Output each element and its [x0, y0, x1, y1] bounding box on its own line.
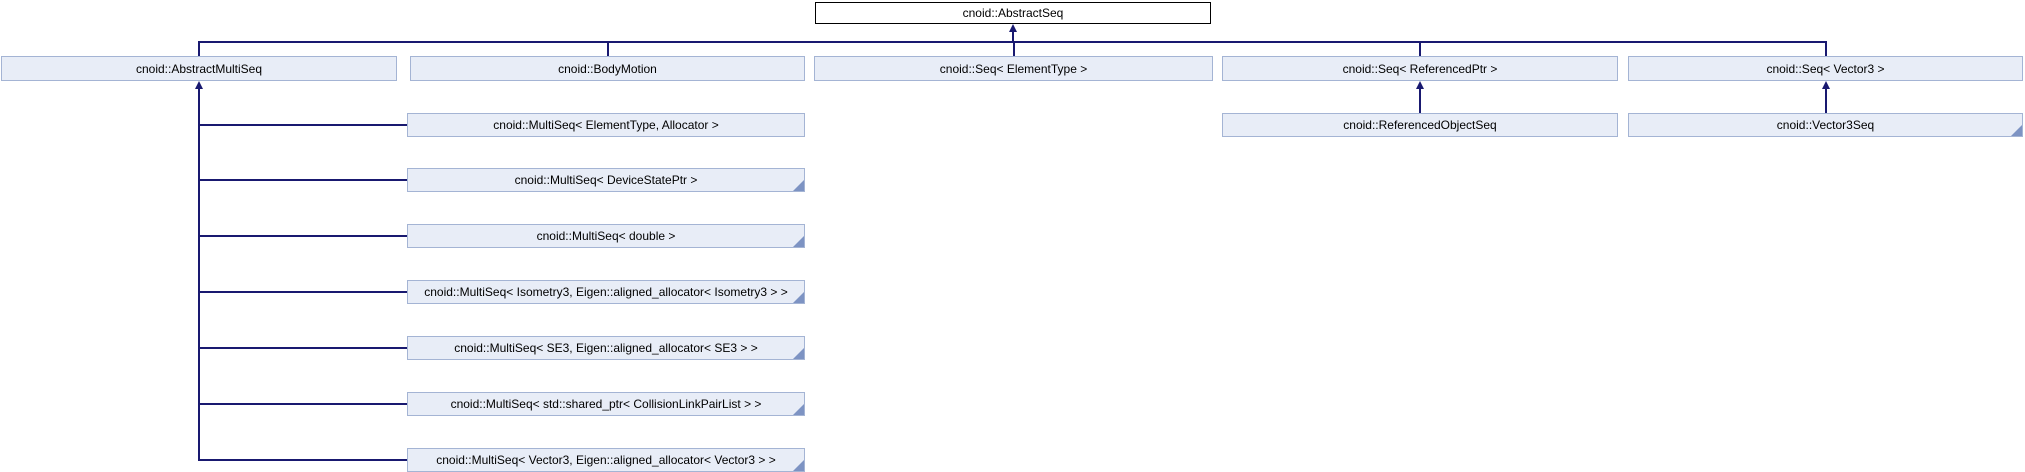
- class-node-multi-seq-element-type-allocator[interactable]: cnoid::MultiSeq< ElementType, Allocator …: [407, 113, 805, 137]
- class-node-label: cnoid::MultiSeq< DeviceStatePtr >: [514, 173, 698, 187]
- class-node-label: cnoid::AbstractMultiSeq: [135, 61, 263, 76]
- class-node-multi-seq-double[interactable]: cnoid::MultiSeq< double >: [407, 224, 805, 248]
- class-node-label: cnoid::ReferencedObjectSeq: [1343, 118, 1497, 132]
- inheritance-edge-segment: [198, 43, 200, 56]
- inheritance-edge-segment: [200, 124, 407, 126]
- fold-corner-icon: [793, 348, 804, 359]
- inheritance-edge-segment: [1419, 88, 1421, 113]
- inheritance-edge-segment: [200, 179, 407, 181]
- class-node-vector3-seq[interactable]: cnoid::Vector3Seq: [1628, 113, 2023, 137]
- fold-corner-icon: [793, 460, 804, 471]
- inheritance-edge-segment: [200, 403, 407, 405]
- fold-corner-icon: [793, 236, 804, 247]
- class-node-multi-seq-isometry3[interactable]: cnoid::MultiSeq< Isometry3, Eigen::align…: [407, 280, 805, 304]
- inheritance-edge-segment: [1824, 88, 1827, 113]
- class-node-multi-seq-device-state-ptr[interactable]: cnoid::MultiSeq< DeviceStatePtr >: [407, 168, 805, 192]
- class-node-seq-referenced-ptr[interactable]: cnoid::Seq< ReferencedPtr >: [1222, 56, 1618, 81]
- fold-corner-icon: [793, 292, 804, 303]
- inheritance-edge-segment: [606, 43, 609, 56]
- inheritance-edge-segment: [200, 291, 407, 293]
- inheritance-edge-segment: [200, 347, 407, 349]
- class-node-label: cnoid::BodyMotion: [558, 61, 657, 76]
- class-node-label: cnoid::Seq< ElementType >: [939, 61, 1088, 76]
- inheritance-edge-segment: [1012, 43, 1015, 56]
- class-node-label: cnoid::MultiSeq< std::shared_ptr< Collis…: [450, 397, 762, 411]
- class-node-multi-seq-vector3[interactable]: cnoid::MultiSeq< Vector3, Eigen::aligned…: [407, 448, 805, 472]
- inheritance-edge-segment: [200, 459, 407, 461]
- class-node-label: cnoid::MultiSeq< double >: [536, 229, 676, 243]
- class-node-label: cnoid::AbstractSeq: [962, 6, 1064, 20]
- class-node-label: cnoid::MultiSeq< ElementType, Allocator …: [493, 118, 719, 132]
- fold-corner-icon: [793, 404, 804, 415]
- inheritance-arrowhead-icon: [1821, 81, 1830, 89]
- class-node-referenced-object-seq[interactable]: cnoid::ReferencedObjectSeq: [1222, 113, 1618, 137]
- class-node-label: cnoid::Vector3Seq: [1776, 118, 1875, 132]
- class-node-abstract-seq[interactable]: cnoid::AbstractSeq: [815, 2, 1211, 24]
- inheritance-arrowhead-icon: [195, 81, 203, 89]
- class-node-abstract-multi-seq[interactable]: cnoid::AbstractMultiSeq: [1, 56, 397, 81]
- class-node-label: cnoid::Seq< ReferencedPtr >: [1342, 61, 1498, 76]
- fold-corner-icon: [2011, 125, 2022, 136]
- inheritance-edge-segment: [1824, 43, 1827, 56]
- class-node-multi-seq-se3[interactable]: cnoid::MultiSeq< SE3, Eigen::aligned_all…: [407, 336, 805, 360]
- class-node-label: cnoid::MultiSeq< Isometry3, Eigen::align…: [424, 285, 788, 299]
- inheritance-edge-segment: [198, 41, 1827, 43]
- class-node-label: cnoid::MultiSeq< Vector3, Eigen::aligned…: [436, 453, 776, 467]
- class-node-multi-seq-shared-ptr-collision[interactable]: cnoid::MultiSeq< std::shared_ptr< Collis…: [407, 392, 805, 416]
- inheritance-arrowhead-icon: [1009, 24, 1017, 32]
- inheritance-edge-segment: [198, 88, 200, 461]
- class-node-label: cnoid::Seq< Vector3 >: [1766, 61, 1885, 76]
- inheritance-edge-segment: [1419, 43, 1421, 56]
- class-node-seq-element-type[interactable]: cnoid::Seq< ElementType >: [814, 56, 1213, 81]
- inheritance-edge-segment: [1012, 31, 1014, 41]
- class-node-body-motion[interactable]: cnoid::BodyMotion: [410, 56, 805, 81]
- class-node-seq-vector3[interactable]: cnoid::Seq< Vector3 >: [1628, 56, 2023, 81]
- inheritance-arrowhead-icon: [1416, 81, 1424, 89]
- inheritance-edge-segment: [200, 235, 407, 237]
- class-node-label: cnoid::MultiSeq< SE3, Eigen::aligned_all…: [454, 341, 758, 355]
- fold-corner-icon: [793, 180, 804, 191]
